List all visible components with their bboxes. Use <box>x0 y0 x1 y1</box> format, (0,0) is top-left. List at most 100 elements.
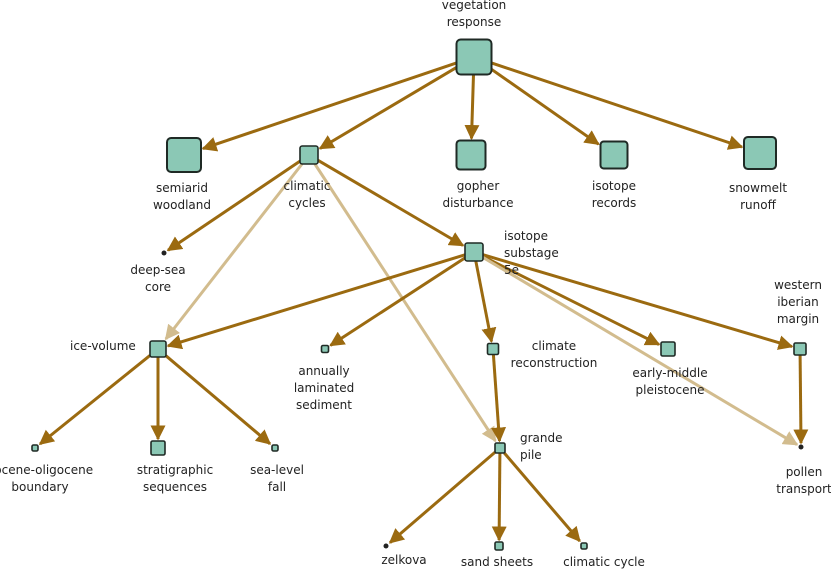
edge-climatic-cycles-to-grande-pile <box>313 163 497 443</box>
node-vegetation-response[interactable] <box>455 38 493 76</box>
node-label-line: woodland <box>153 198 211 212</box>
node-sand-sheets[interactable] <box>494 541 504 551</box>
edge-vegetation-response-to-semiarid-woodland <box>201 61 457 152</box>
node-ice-volume[interactable] <box>149 340 167 358</box>
node-label-deep-sea-core: deep-sea core <box>130 263 185 294</box>
edge-vegetation-response-to-snowmelt-runoff <box>491 61 744 150</box>
node-label-line: response <box>447 15 502 29</box>
node-label-climatic-cycle: climatic cycle <box>563 555 645 569</box>
node-label-line: gopher <box>457 179 500 193</box>
node-eocene-oligocene-boundary[interactable] <box>31 444 39 452</box>
node-annually-laminated-sediment[interactable] <box>320 344 330 354</box>
node-label-line: semiarid <box>156 181 208 195</box>
node-label-western-iberian-margin: western iberian margin <box>774 278 822 326</box>
edge-vegetation-response-to-gopher-disturbance <box>464 74 480 140</box>
node-label-line: runoff <box>740 198 776 212</box>
node-climatic-cycle[interactable] <box>580 542 588 550</box>
node-label-line: boundary <box>11 480 68 494</box>
node-label-line: cycles <box>288 196 325 210</box>
edge-western-iberian-margin-to-pollen-transport <box>793 354 809 445</box>
node-label-line: isotope <box>592 179 636 193</box>
node-zelkova[interactable] <box>383 543 389 549</box>
node-label-line: sequences <box>143 480 207 494</box>
node-label-line: annually <box>298 364 349 378</box>
edge-vegetation-response-to-climatic-cycles <box>318 66 458 150</box>
node-label-line: western <box>774 278 822 292</box>
node-label-line: vegetation <box>442 0 507 12</box>
node-label-line: substage <box>504 246 559 260</box>
node-label-line: pleistocene <box>636 383 705 397</box>
node-label-line: 5e <box>504 263 519 277</box>
edge-isotope-substage-5e-to-western-iberian-margin <box>482 253 794 350</box>
node-stratigraphic-sequences[interactable] <box>150 440 166 456</box>
node-label-line: zelkova <box>381 553 426 567</box>
node-climate-reconstruction[interactable] <box>486 342 500 356</box>
node-label-line: reconstruction <box>511 356 598 370</box>
node-label-line: sea-level <box>250 463 304 477</box>
edge-isotope-substage-5e-to-early-middle-pleistocene <box>482 255 661 346</box>
edge-vegetation-response-to-isotope-records <box>490 68 600 146</box>
node-grande-pile[interactable] <box>494 442 506 454</box>
edge-climatic-cycles-to-isotope-substage-5e <box>317 159 465 247</box>
node-label-line: pile <box>520 448 542 462</box>
node-early-middle-pleistocene[interactable] <box>660 341 676 357</box>
node-label-line: records <box>592 196 637 210</box>
node-isotope-records[interactable] <box>599 140 629 170</box>
node-label-isotope-records: isotope records <box>592 179 637 210</box>
edge-isotope-substage-5e-to-climate-reconstruction <box>474 260 497 343</box>
node-label-semiarid-woodland: semiarid woodland <box>153 181 211 212</box>
node-label-line: ice-volume <box>70 339 136 353</box>
edge-grande-pile-to-zelkova <box>388 451 496 544</box>
node-label-early-middle-pleistocene: early-middle pleistocene <box>632 366 707 397</box>
node-sea-level-fall[interactable] <box>271 444 279 452</box>
edge-climate-reconstruction-to-grande-pile <box>491 354 507 443</box>
node-semiarid-woodland[interactable] <box>166 137 202 173</box>
node-label-line: early-middle <box>632 366 707 380</box>
node-label-line: grande <box>520 431 563 445</box>
node-label-line: eocene-oligocene <box>0 463 93 477</box>
node-label-line: disturbance <box>442 196 513 210</box>
node-label-vegetation-response: vegetation response <box>442 0 507 29</box>
node-isotope-substage-5e[interactable] <box>464 242 484 262</box>
node-label-line: margin <box>777 312 819 326</box>
node-snowmelt-runoff[interactable] <box>743 136 777 170</box>
edge-grande-pile-to-climatic-cycle <box>503 452 581 543</box>
edge-isotope-substage-5e-to-ice-volume <box>166 253 466 350</box>
node-label-climate-reconstruction: climate reconstruction <box>511 339 598 370</box>
edge-isotope-substage-5e-to-pollen-transport <box>482 256 799 446</box>
node-label-line: laminated <box>294 381 354 395</box>
node-deep-sea-core[interactable] <box>161 250 167 256</box>
node-label-line: climatic cycle <box>563 555 645 569</box>
node-label-line: sediment <box>296 398 352 412</box>
node-label-annually-laminated-sediment: annually laminated sediment <box>294 364 354 412</box>
node-label-line: sand sheets <box>461 555 533 569</box>
edge-climatic-cycles-to-deep-sea-core <box>166 159 301 252</box>
node-gopher-disturbance[interactable] <box>455 139 487 171</box>
nodes-layer <box>31 38 807 551</box>
node-label-line: core <box>145 280 171 294</box>
node-climatic-cycles[interactable] <box>299 145 319 165</box>
node-label-line: iberian <box>777 295 819 309</box>
node-label-line: snowmelt <box>729 181 787 195</box>
node-label-line: isotope <box>504 229 548 243</box>
node-label-line: climate <box>532 339 576 353</box>
edge-ice-volume-to-eocene-oligocene-boundary <box>38 354 151 446</box>
edge-grande-pile-to-sand-sheets <box>491 452 507 542</box>
node-label-stratigraphic-sequences: stratigraphic sequences <box>137 463 213 494</box>
node-label-snowmelt-runoff: snowmelt runoff <box>729 181 787 212</box>
edges-layer <box>38 61 809 544</box>
node-label-gopher-disturbance: gopher disturbance <box>442 179 513 210</box>
node-label-grande-pile: grande pile <box>520 431 563 462</box>
edge-ice-volume-to-sea-level-fall <box>165 354 272 445</box>
node-label-line: deep-sea <box>130 263 185 277</box>
node-label-line: stratigraphic <box>137 463 213 477</box>
node-label-ice-volume: ice-volume <box>70 339 136 353</box>
node-western-iberian-margin[interactable] <box>793 342 807 356</box>
edge-isotope-substage-5e-to-annually-laminated-sediment <box>329 256 466 347</box>
node-pollen-transport[interactable] <box>798 444 804 450</box>
